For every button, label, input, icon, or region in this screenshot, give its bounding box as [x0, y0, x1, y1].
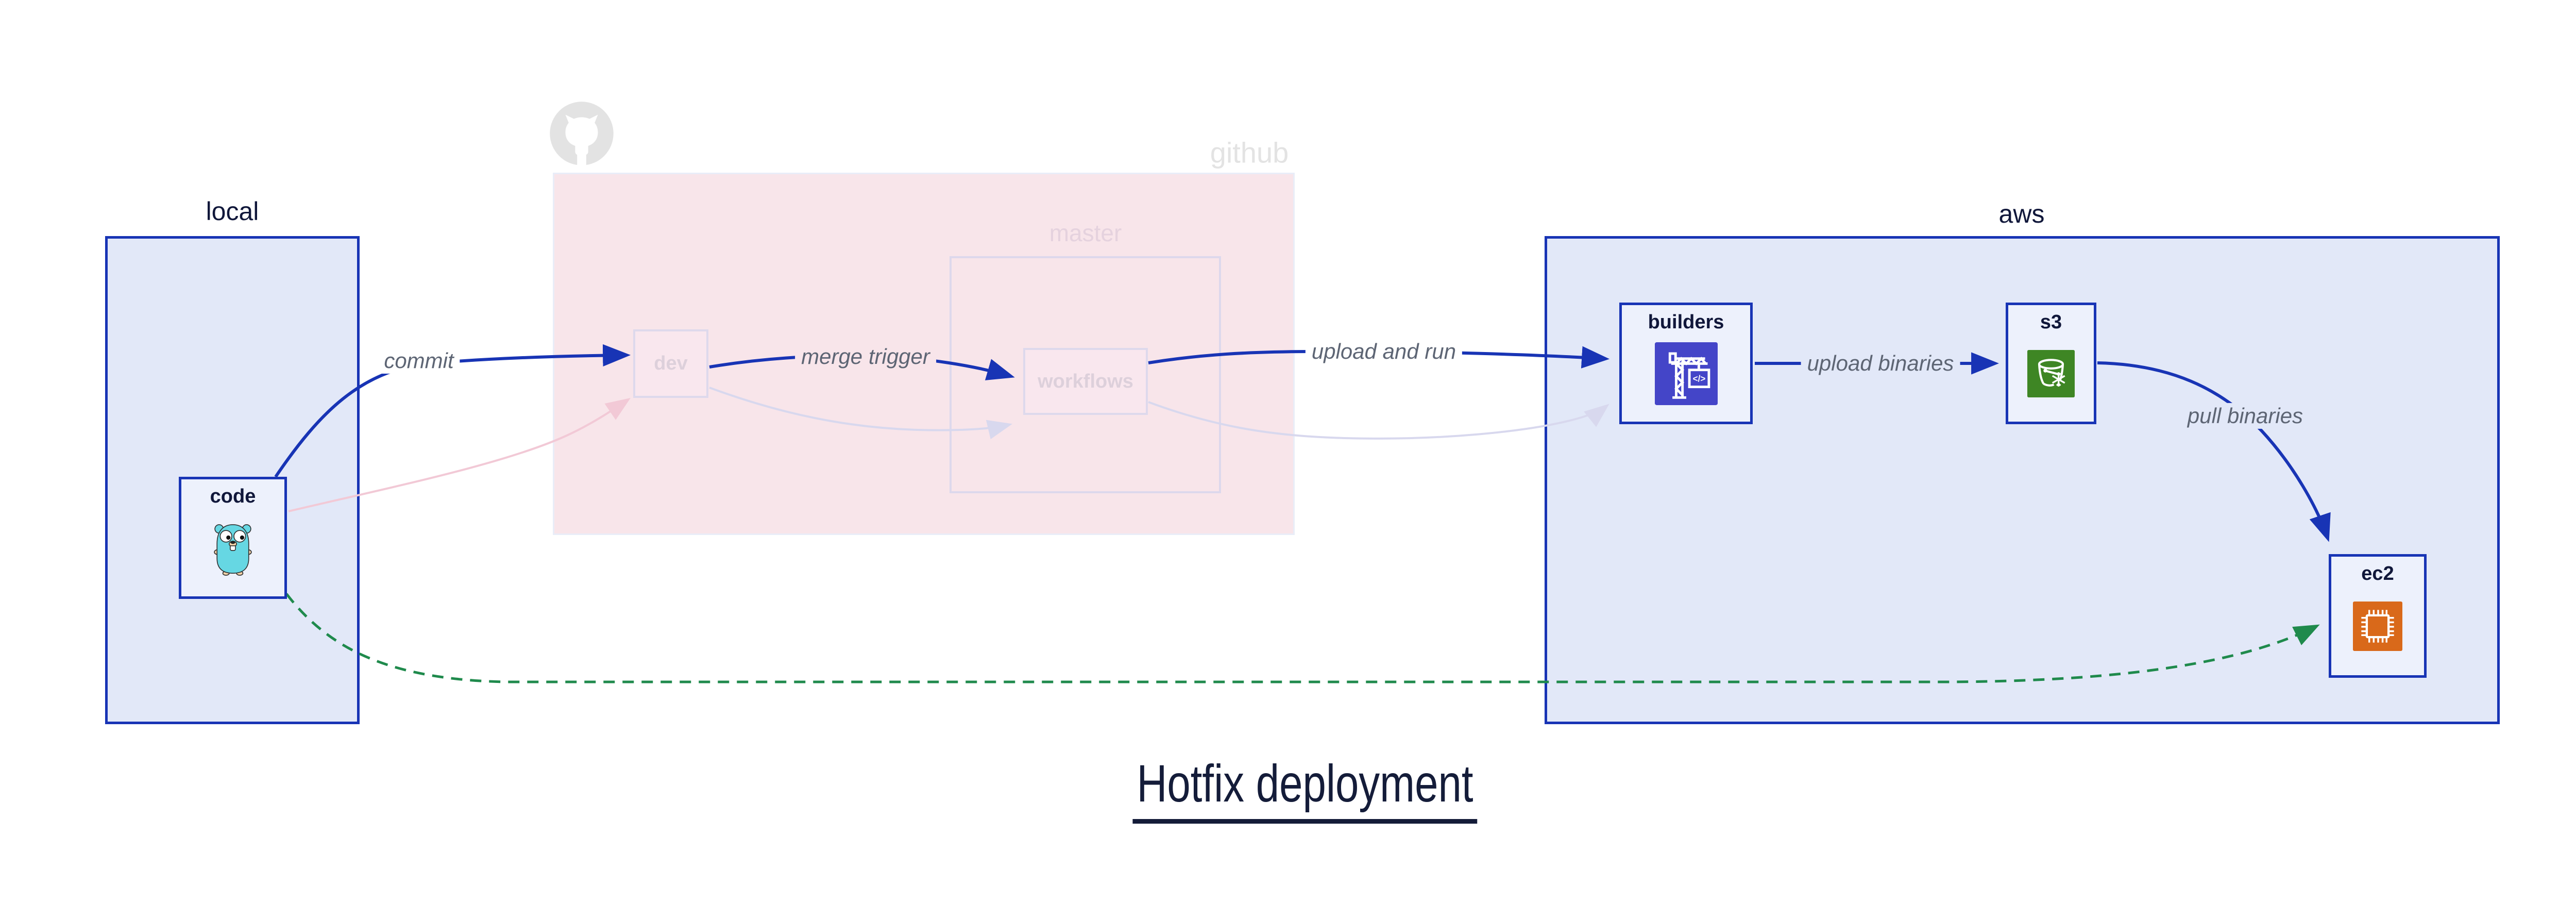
- edge-label-upload-and-run: upload and run: [1305, 338, 1463, 365]
- container-aws-label: aws: [1998, 199, 2045, 228]
- edge-label-merge-trigger: merge trigger: [795, 343, 936, 370]
- edge-hotfix-shortcut: [285, 593, 2320, 683]
- node-workflows: workflows: [1023, 348, 1148, 415]
- node-code: code: [179, 477, 287, 599]
- codebuild-crane-icon: </>: [1654, 342, 1718, 405]
- edge-pull-binaries: [2097, 361, 2331, 542]
- edge-faded-merge: [709, 387, 1013, 440]
- diagram-title: Hotfix deployment: [1132, 754, 1478, 824]
- node-s3-label: s3: [2040, 311, 2062, 333]
- edge-label-commit: commit: [378, 347, 460, 374]
- edge-label-pull-binaries: pull binaries: [2181, 403, 2310, 429]
- node-ec2-label: ec2: [2361, 563, 2394, 584]
- node-builders-label: builders: [1648, 311, 1724, 333]
- node-dev: dev: [633, 329, 708, 398]
- node-s3: s3: [2006, 303, 2096, 424]
- node-ec2: ec2: [2329, 554, 2427, 678]
- edge-faded-upload: [1148, 401, 1609, 440]
- node-dev-label: dev: [654, 353, 688, 374]
- codebuild-code-symbol: </>: [1692, 374, 1705, 383]
- edge-faded-commit: [288, 397, 631, 512]
- ec2-chip-icon: [2353, 601, 2402, 651]
- node-code-label: code: [210, 486, 256, 507]
- container-local-label: local: [206, 197, 259, 226]
- edge-label-upload-binaries: upload binaries: [1801, 350, 1960, 377]
- octocat-icon: [550, 102, 614, 166]
- node-workflows-label: workflows: [1038, 370, 1133, 392]
- go-gopher-icon: [214, 524, 252, 576]
- container-master-label: master: [1049, 220, 1122, 246]
- s3-glacier-bucket-icon: [2027, 349, 2075, 397]
- container-github-label: github: [1210, 136, 1289, 169]
- node-builders: builders </>: [1619, 303, 1753, 424]
